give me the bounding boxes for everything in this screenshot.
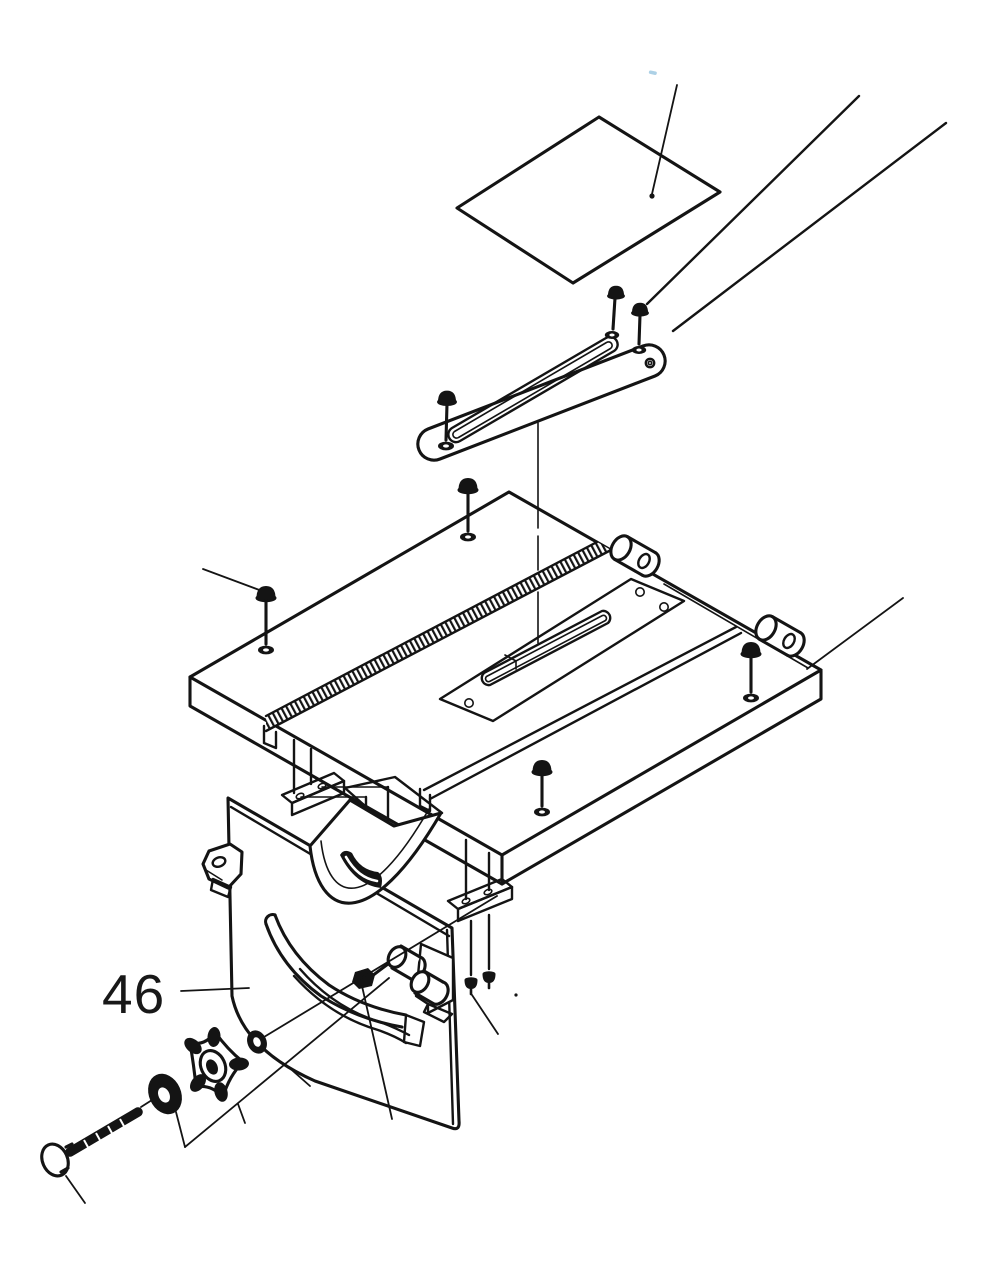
clamp-assembly [352,942,455,1024]
table-top [188,478,904,886]
leader-washer-to-bracket [263,895,498,1038]
blade-slot [480,609,612,687]
table-screw [740,642,762,703]
arc-guard [308,798,443,905]
under-table-structure [280,738,518,1035]
figure-label: 46 [102,963,250,1025]
bracket-screw [481,913,497,990]
table-screw [531,760,553,817]
leader-from-bracket-screws [471,994,499,1035]
leader-to-throat-plate [671,121,948,333]
throat-plate-screw [604,285,625,339]
knob-bolt-assembly [40,1027,267,1204]
right-mounting-bracket [446,877,514,923]
carriage-bolt [40,1107,143,1204]
top-cover-plate-leader [651,84,678,195]
bracket-screw [463,919,479,996]
leader-clamp-down [361,985,393,1120]
top-cover-plate [455,84,722,285]
rail-boss [609,534,661,578]
front-groove [422,625,743,801]
leader-lines-top [645,94,948,333]
leader-bolt-to-clamp [184,977,390,1148]
left-mounting-bracket [280,771,346,817]
miter-groove [266,542,611,731]
rail-boss [754,614,806,658]
leader-lines-bottom [184,895,498,1148]
throat-plate [416,343,667,462]
throat-plate-screw [437,390,457,451]
bevel-slot [264,913,426,1048]
star-knob [184,1027,249,1102]
table-screw [202,568,277,655]
scan-artifact [648,70,657,75]
label-leader [180,987,250,992]
part-number-label: 46 [102,963,165,1025]
flat-washer [148,1073,186,1148]
leader-to-table-corner [806,597,904,670]
insert-recess [438,577,686,723]
throat-plate-screw [631,302,649,354]
small-washer [247,1030,267,1054]
left-risers [292,738,313,795]
table-screw [457,478,479,542]
lock-knob [201,842,244,899]
leader-to-insert-screw [645,94,861,306]
miter-groove-notch [262,724,278,750]
bevel-slot-end [402,1013,426,1048]
throat-plate-assembly [416,285,667,644]
